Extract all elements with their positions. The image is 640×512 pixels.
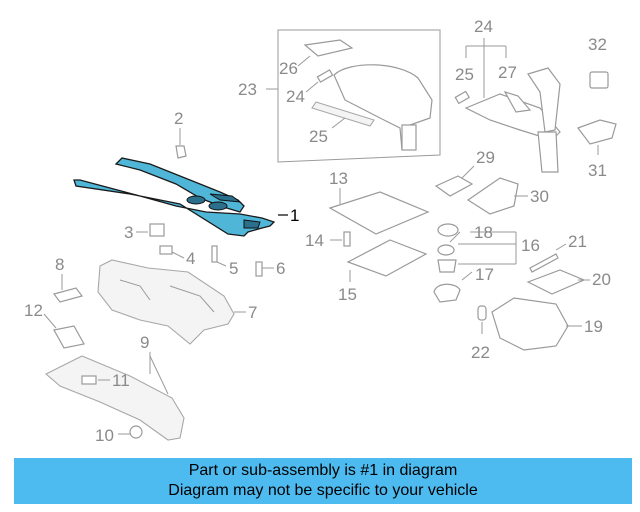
part-18b[interactable]: [437, 244, 455, 256]
part-29[interactable]: [434, 175, 474, 197]
part-9[interactable]: [45, 355, 185, 441]
callout-28: 27: [498, 63, 517, 82]
callout-8: 8: [55, 255, 64, 274]
part-18a[interactable]: [437, 223, 459, 237]
callout-18: 18: [474, 223, 493, 242]
callout-29: 29: [476, 148, 495, 167]
callout-20: 20: [592, 270, 611, 289]
part-10[interactable]: [129, 425, 143, 439]
callout-5: 5: [229, 259, 238, 278]
part-26[interactable]: [311, 101, 375, 127]
callout-24: 24: [474, 17, 493, 36]
callout-7: 7: [248, 303, 257, 322]
callout-16: 16: [521, 236, 540, 255]
part-11[interactable]: [81, 375, 97, 385]
callout-14: 14: [305, 231, 324, 250]
callout-11: 11: [112, 371, 130, 390]
part-19[interactable]: [491, 297, 569, 351]
part-12[interactable]: [53, 325, 85, 349]
callout-12: 12: [24, 301, 43, 320]
part-13[interactable]: [328, 191, 430, 235]
callout-3: 3: [124, 223, 133, 242]
callout-1: 1: [290, 206, 299, 225]
callout-21: 21: [568, 232, 587, 251]
callout-13: 13: [329, 169, 348, 188]
callout-15: 15: [338, 285, 357, 304]
part-22[interactable]: [477, 305, 487, 321]
callout-6: 6: [276, 259, 285, 278]
armrest-kit-frame: [277, 29, 441, 163]
callout-30: 30: [530, 187, 549, 206]
callout-27: 26: [279, 59, 298, 78]
part-7[interactable]: [97, 259, 235, 345]
caption-line-1: Part or sub-assembly is #1 in diagram: [188, 462, 458, 479]
armrest-lid[interactable]: [333, 64, 433, 151]
part-18c[interactable]: [437, 259, 457, 273]
part-15[interactable]: [346, 239, 428, 277]
part-2[interactable]: [175, 145, 187, 159]
part-25b[interactable]: [454, 90, 471, 105]
part-25a[interactable]: [316, 69, 334, 83]
part-5[interactable]: [211, 245, 218, 263]
part-27[interactable]: [303, 39, 354, 57]
part-8[interactable]: [52, 287, 84, 303]
callout-19: 19: [584, 317, 603, 336]
callout-32: 32: [588, 35, 607, 54]
callout-17: 17: [475, 265, 494, 284]
callout-10: 10: [95, 426, 114, 445]
callout-4: 4: [186, 249, 195, 268]
callout-25a: 24: [286, 87, 305, 106]
part-30[interactable]: [466, 177, 519, 215]
part-4[interactable]: [159, 245, 173, 255]
part-17[interactable]: [433, 283, 461, 303]
part-1-console-highlight[interactable]: [73, 157, 276, 237]
caption-line-2: Diagram may not be specific to your vehi…: [168, 482, 478, 499]
part-6[interactable]: [255, 261, 263, 277]
part-3[interactable]: [149, 223, 165, 237]
part-14[interactable]: [343, 231, 351, 247]
callout-23: 23: [238, 80, 257, 99]
part-31[interactable]: [577, 119, 617, 145]
caption-banner: Part or sub-assembly is #1 in diagram Di…: [14, 458, 632, 504]
callout-26: 25: [309, 127, 328, 146]
part-21[interactable]: [529, 253, 559, 273]
callout-9: 9: [140, 333, 149, 352]
callout-22: 22: [471, 343, 490, 362]
callout-31: 31: [588, 161, 607, 180]
callout-2: 2: [174, 109, 183, 128]
parts-diagram: 23 26 24 25 24 25 27 32 31 29 30: [24, 17, 617, 445]
callout-25b: 25: [455, 65, 474, 84]
part-32[interactable]: [589, 71, 609, 89]
part-20[interactable]: [526, 269, 586, 295]
